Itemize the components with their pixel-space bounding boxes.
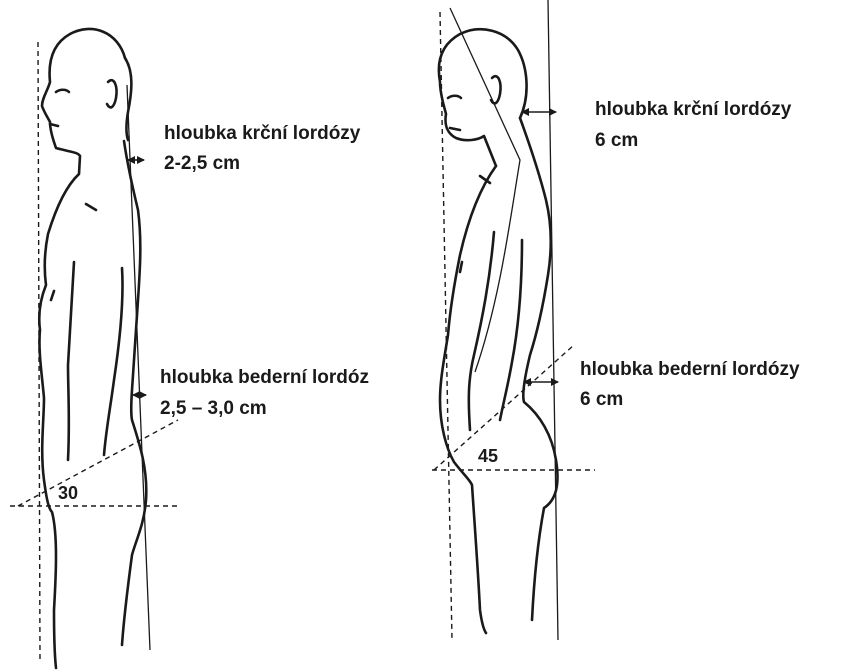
right-lumbar-lordosis-label: hloubka bederní lordózy [580, 359, 800, 380]
left-arm-front [68, 262, 74, 460]
left-clavicle [86, 204, 96, 210]
left-arm-back [104, 268, 123, 455]
left-lumbar-lordosis-label: hloubka bederní lordóz [160, 367, 369, 388]
left-eye [56, 90, 69, 92]
right-mouth [450, 128, 460, 130]
left-pelvic-angle-label: 30 [58, 483, 78, 503]
right-eye [448, 96, 461, 98]
right-arm-back [500, 240, 522, 420]
left-cervical-lordosis-value: 2-2,5 cm [164, 153, 240, 174]
right-back-plumb-line [548, 0, 558, 640]
right-cervical-lordosis-value: 6 cm [595, 130, 638, 151]
left-figure-normal-posture [10, 29, 178, 668]
right-spine-axis-line [450, 8, 520, 372]
right-back-outline [520, 118, 558, 620]
right-nipple [460, 262, 462, 272]
right-cervical-lordosis-label: hloubka krční lordózy [595, 99, 792, 120]
right-front-plumb-line [440, 12, 452, 640]
left-lumbar-lordosis-value: 2,5 – 3,0 cm [160, 398, 267, 419]
left-nipple [51, 291, 54, 300]
right-pelvic-angle-label: 45 [478, 446, 498, 466]
right-lumbar-lordosis-value: 6 cm [580, 389, 623, 410]
left-cervical-lordosis-label: hloubka krční lordózy [164, 123, 361, 144]
right-figure-increased-lordosis [432, 0, 595, 640]
left-ear [107, 80, 117, 107]
left-back-outline [122, 141, 146, 645]
right-arm-front [469, 232, 494, 430]
